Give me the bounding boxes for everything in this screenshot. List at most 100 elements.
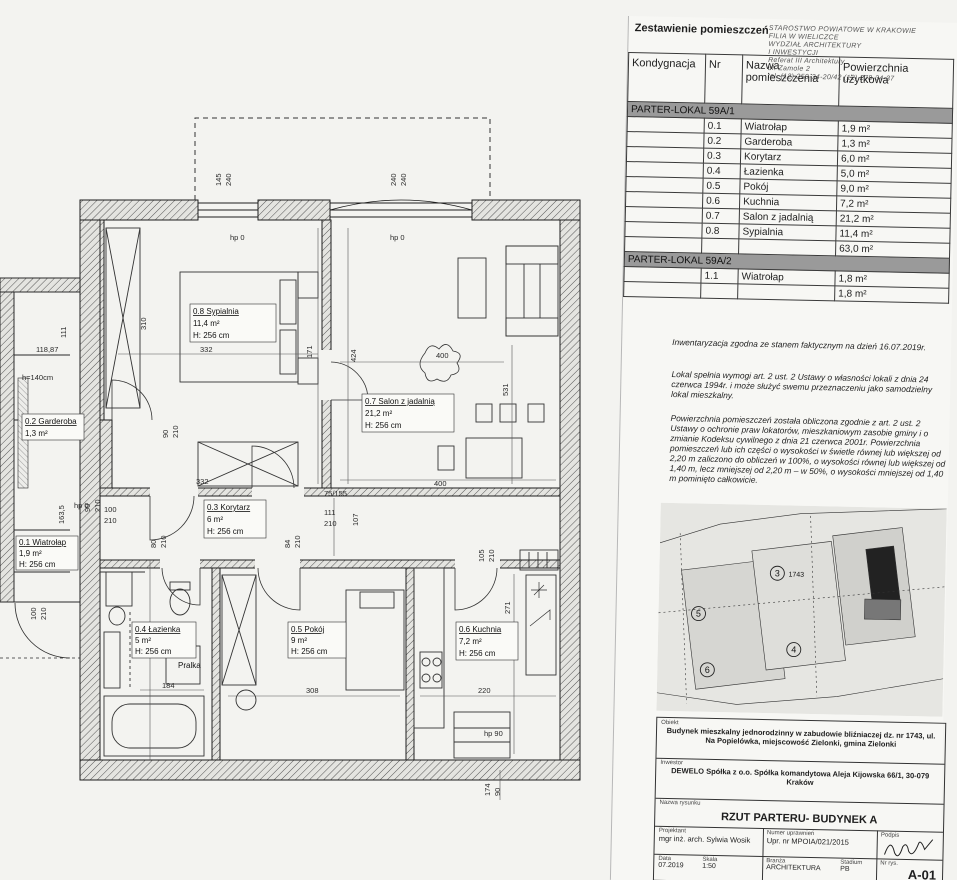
svg-text:1,3 m²: 1,3 m² [25,429,48,438]
dim-text: 271 [503,601,512,614]
dim-text: 100 [104,505,117,514]
dim-text: 90 [161,430,170,438]
svg-text:H: 256 cm: H: 256 cm [459,649,496,658]
col-header: Powierzchnia użytkowa [838,56,954,109]
dim-text: 210 [324,519,337,528]
dim-text: 210 [159,535,168,548]
tb-designer: mgr inż. arch. Sylwia Wosik [658,833,751,845]
dim-text: 210 [93,499,102,512]
dim-text: 210 [39,607,48,620]
dim-text: 210 [171,425,180,438]
dim-text: 90 [493,788,502,796]
site-plot-label: 4 [791,645,796,655]
svg-text:21,2 m²: 21,2 m² [365,409,392,418]
dim-text: 310 [139,317,148,330]
dim-text: 332 [200,345,213,354]
dimension-lines [118,228,556,800]
dim-text: hp 90 [484,729,503,738]
note-inventory: Inwentaryzacja zgodna ze stanem faktyczn… [672,336,927,353]
room-label-0.4: 0.4 Łazienka 5 m² H: 256 cm [131,621,197,659]
svg-text:9 m²: 9 m² [291,636,307,645]
svg-text:0.1 Wiatrołap: 0.1 Wiatrołap [19,538,67,547]
dim-text: 332 [196,477,209,486]
svg-text:H: 256 cm: H: 256 cm [193,331,230,340]
note-area-calc: Powierzchnia pomieszczeń została obliczo… [669,412,946,485]
room-labels: 0.8 Sypialnia 11,4 m² H: 256 cm 0.7 Salo… [15,303,519,670]
dim-text: hp 0 [390,233,405,242]
dim-text: 240 [399,173,408,186]
col-header: Kondygnacja [627,52,706,104]
svg-text:0.5 Pokój: 0.5 Pokój [291,625,325,634]
site-plot-label: 6 [705,665,710,675]
dim-text: h=140cm [22,373,53,382]
drawing-title: RZUT PARTERU- BUDYNEK A [720,811,878,827]
room-label-0.3: 0.3 Korytarz 6 m² H: 256 cm [203,499,267,539]
drawing-number: A-01 [907,867,937,880]
svg-text:0.8 Sypialnia: 0.8 Sypialnia [193,307,239,316]
dim-text: 184 [162,681,175,690]
dim-text: hp 0 [230,233,245,242]
room-label-0.6: 0.6 Kuchnia 7,2 m² H: 256 cm [455,621,519,661]
svg-text:H: 256 cm: H: 256 cm [291,647,328,656]
svg-text:0.6 Kuchnia: 0.6 Kuchnia [459,625,502,634]
furniture [100,227,559,759]
dim-text: 210 [104,516,117,525]
col-header: Nazwa pomieszczenia [741,54,840,106]
schedule-title: Zestawienie pomieszczeń [634,22,769,37]
site-plot-label: 5 [696,609,701,619]
tb-scale: 1:50 [702,862,716,871]
svg-text:5 m²: 5 m² [135,636,151,645]
svg-text:0.2 Garderoba: 0.2 Garderoba [25,417,77,426]
svg-text:0.4 Łazienka: 0.4 Łazienka [135,625,181,634]
title-block: Obiekt Budynek mieszkalny jednorodzinny … [652,716,947,880]
pralka-label: Pralka [178,661,201,670]
dim-text: 145 [214,173,223,186]
room-label-0.5: 0.5 Pokój 9 m² H: 256 cm [287,621,347,659]
dim-text: 105 [477,549,486,562]
dim-text: 240 [389,173,398,186]
dimension-labels: 145 240 240 240 332 332 424 531 400 400 … [22,173,512,796]
site-plot-label: 3 [775,568,780,578]
site-parcel-number: 1743 [788,571,804,578]
room-label-0.1: 0.1 Wiatrołap 1,9 m² H: 256 cm [15,535,79,571]
dim-text: 210 [487,549,496,562]
dim-text: 111 [59,327,68,338]
tb-stage: PB [840,865,850,873]
svg-text:H: 256 cm: H: 256 cm [135,647,172,656]
dim-text: 171 [305,345,314,358]
floor-plan: 145 240 240 240 332 332 424 531 400 400 … [0,117,581,800]
room-schedule-sheet: Zestawienie pomieszczeń STAROSTWO POWIAT… [609,16,957,880]
room-label-0.8: 0.8 Sypialnia 11,4 m² H: 256 cm [189,303,277,343]
dim-text: 80 [149,540,158,548]
dim-text: 84 [283,540,292,548]
room-label-0.2: 0.2 Garderoba 1,3 m² [21,413,85,441]
dim-text: 111 [324,508,335,517]
svg-text:11,4 m²: 11,4 m² [193,319,220,328]
dim-text: 531 [501,383,510,396]
dim-text: 308 [306,686,319,695]
svg-text:0.7 Salon z jadalnią: 0.7 Salon z jadalnią [365,397,435,406]
tb-discipline: ARCHITEKTURA [766,864,821,873]
dim-text: 400 [434,479,447,488]
dim-text: 100 [29,607,38,620]
svg-text:7,2 m²: 7,2 m² [459,637,482,646]
signature [884,839,934,857]
dim-text: 424 [349,349,358,362]
svg-text:H: 256 cm: H: 256 cm [19,560,56,569]
room-label-0.7: 0.7 Salon z jadalnią 21,2 m² H: 256 cm [361,393,455,433]
neighbor-unit [0,277,81,659]
dim-text: 174 [483,783,492,796]
dim-text: 90 [83,504,92,512]
dim-text: 163,5 [57,505,66,524]
svg-text:0.3 Korytarz: 0.3 Korytarz [207,503,250,512]
svg-text:1,9 m²: 1,9 m² [19,549,42,558]
svg-text:H: 256 cm: H: 256 cm [207,527,244,536]
exterior-walls [79,199,581,781]
site-plan: 3 5 4 6 1743 [656,502,947,717]
dim-text: 220 [478,686,491,695]
col-header: Nr [704,54,743,104]
dim-text: 240 [224,173,233,186]
room-schedule-table: Kondygnacja Nr Nazwa pomieszczenia Powie… [623,52,954,304]
tb-date: 07.2019 [658,861,684,870]
